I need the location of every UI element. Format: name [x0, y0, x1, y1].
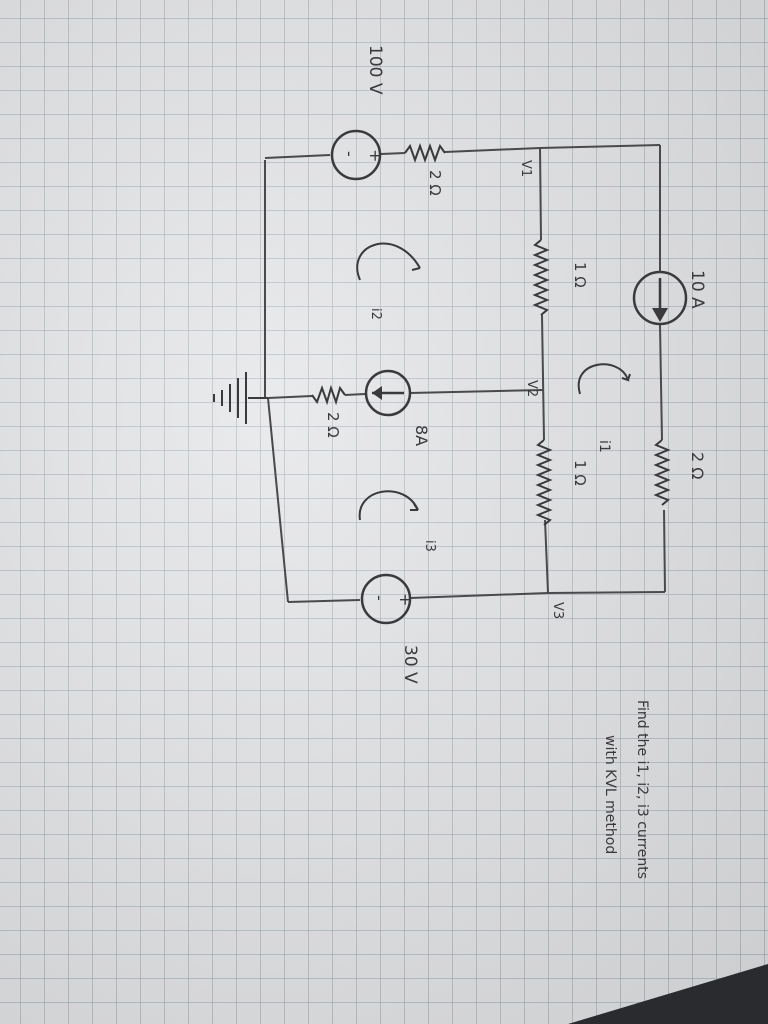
resistor-top-2ohm	[653, 439, 671, 506]
instruction-line-1: Find the i1, i2, i3 currents	[634, 700, 650, 879]
label-2ohm-top: 2 Ω	[688, 452, 707, 480]
wire-top-left-c	[444, 147, 541, 153]
wire-mid-c	[544, 519, 549, 594]
plus-sign-100v: +	[366, 149, 385, 162]
labels: 10 A 2 Ω 1 Ω 1 Ω 2 Ω 2 Ω 8A 100 V 30 V +…	[324, 45, 707, 879]
wire-top-left-a	[264, 154, 331, 159]
mesh-label-i2: i2	[368, 308, 383, 320]
wire-branch-b	[344, 393, 366, 396]
current-source-10a	[632, 270, 688, 326]
resistor-bottom-middle-2ohm	[311, 384, 346, 406]
wire-left-lower	[267, 397, 289, 603]
minus-sign-100v: -	[340, 151, 359, 157]
resistor-bottom-left-2ohm	[404, 143, 446, 163]
voltage-source-100v	[330, 129, 382, 181]
mesh-arrows	[356, 242, 631, 521]
label-1ohm-right: 1 Ω	[571, 460, 589, 486]
node-label-v3: V3	[550, 602, 565, 619]
wire-right-c	[663, 509, 666, 593]
mesh-i3-arrow-icon	[358, 490, 419, 521]
node-label-v1: V1	[518, 160, 533, 177]
label-100v: 100 V	[365, 45, 385, 95]
wire-top-left-b	[379, 152, 406, 155]
label-8a: 8A	[412, 425, 431, 446]
label-2ohm-bottom-left: 2 Ω	[426, 170, 444, 196]
mesh-label-i3: i3	[422, 540, 437, 552]
label-1ohm-left: 1 Ω	[571, 262, 589, 288]
instruction-line-2: with KVL method	[602, 735, 618, 854]
wire-branch-a	[409, 389, 544, 394]
mesh-i1-arrow-icon	[577, 363, 631, 395]
arrow-down-icon	[652, 308, 668, 322]
label-30v: 30 V	[400, 645, 420, 684]
wire-bottom-left	[287, 599, 361, 603]
voltage-source-30v	[360, 573, 412, 625]
wire-branch-c	[267, 395, 313, 399]
minus-sign-30v: -	[370, 595, 389, 601]
wire-right-b	[659, 324, 663, 441]
resistors	[311, 143, 671, 526]
arrow-left-icon	[372, 386, 382, 400]
wire-mid-a	[539, 147, 542, 241]
label-2ohm-bottom-middle: 2 Ω	[324, 412, 342, 438]
resistor-middle-right-1ohm	[535, 439, 553, 526]
label-10a: 10 A	[687, 270, 707, 309]
plus-sign-30v: +	[396, 593, 415, 606]
ground-symbol	[213, 372, 268, 424]
wire-bottom-right	[547, 591, 666, 594]
mesh-label-i1: i1	[596, 440, 612, 453]
wires	[264, 144, 666, 603]
wire-top-right	[539, 144, 661, 149]
wire-mid-b	[541, 314, 545, 441]
wire-bottom-mid	[409, 592, 549, 599]
mesh-i2-arrow-icon	[356, 242, 421, 281]
current-source-8a	[364, 369, 412, 417]
node-label-v2: V2	[524, 380, 539, 397]
resistor-middle-left-1ohm	[532, 239, 550, 316]
